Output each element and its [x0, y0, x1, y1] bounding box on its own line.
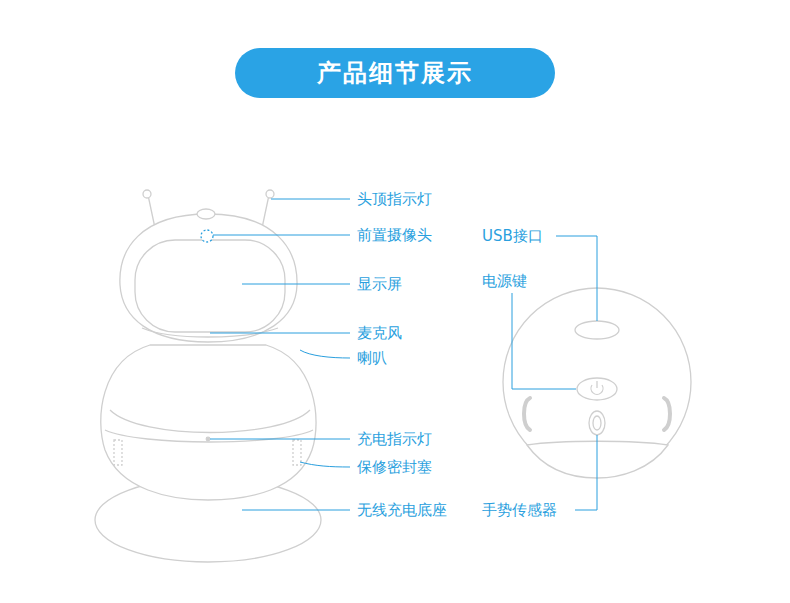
- part-label: 电源键: [482, 272, 527, 290]
- leader-lines: [210, 199, 597, 510]
- part-label: 无线充电底座: [357, 501, 447, 519]
- part-label: 手势传感器: [482, 501, 557, 519]
- part-label: 显示屏: [357, 275, 402, 293]
- part-label: 前置摄像头: [357, 226, 432, 244]
- part-label: 麦克风: [357, 324, 402, 342]
- part-label: 保修密封塞: [357, 458, 432, 476]
- title-pill: [235, 48, 555, 98]
- robot-front: [95, 190, 321, 562]
- part-label: 充电指示灯: [357, 430, 432, 448]
- part-label: 喇叭: [357, 349, 387, 367]
- part-label: USB接口: [482, 227, 543, 245]
- title: 产品细节展示: [235, 48, 555, 98]
- part-label: 头顶指示灯: [357, 190, 432, 208]
